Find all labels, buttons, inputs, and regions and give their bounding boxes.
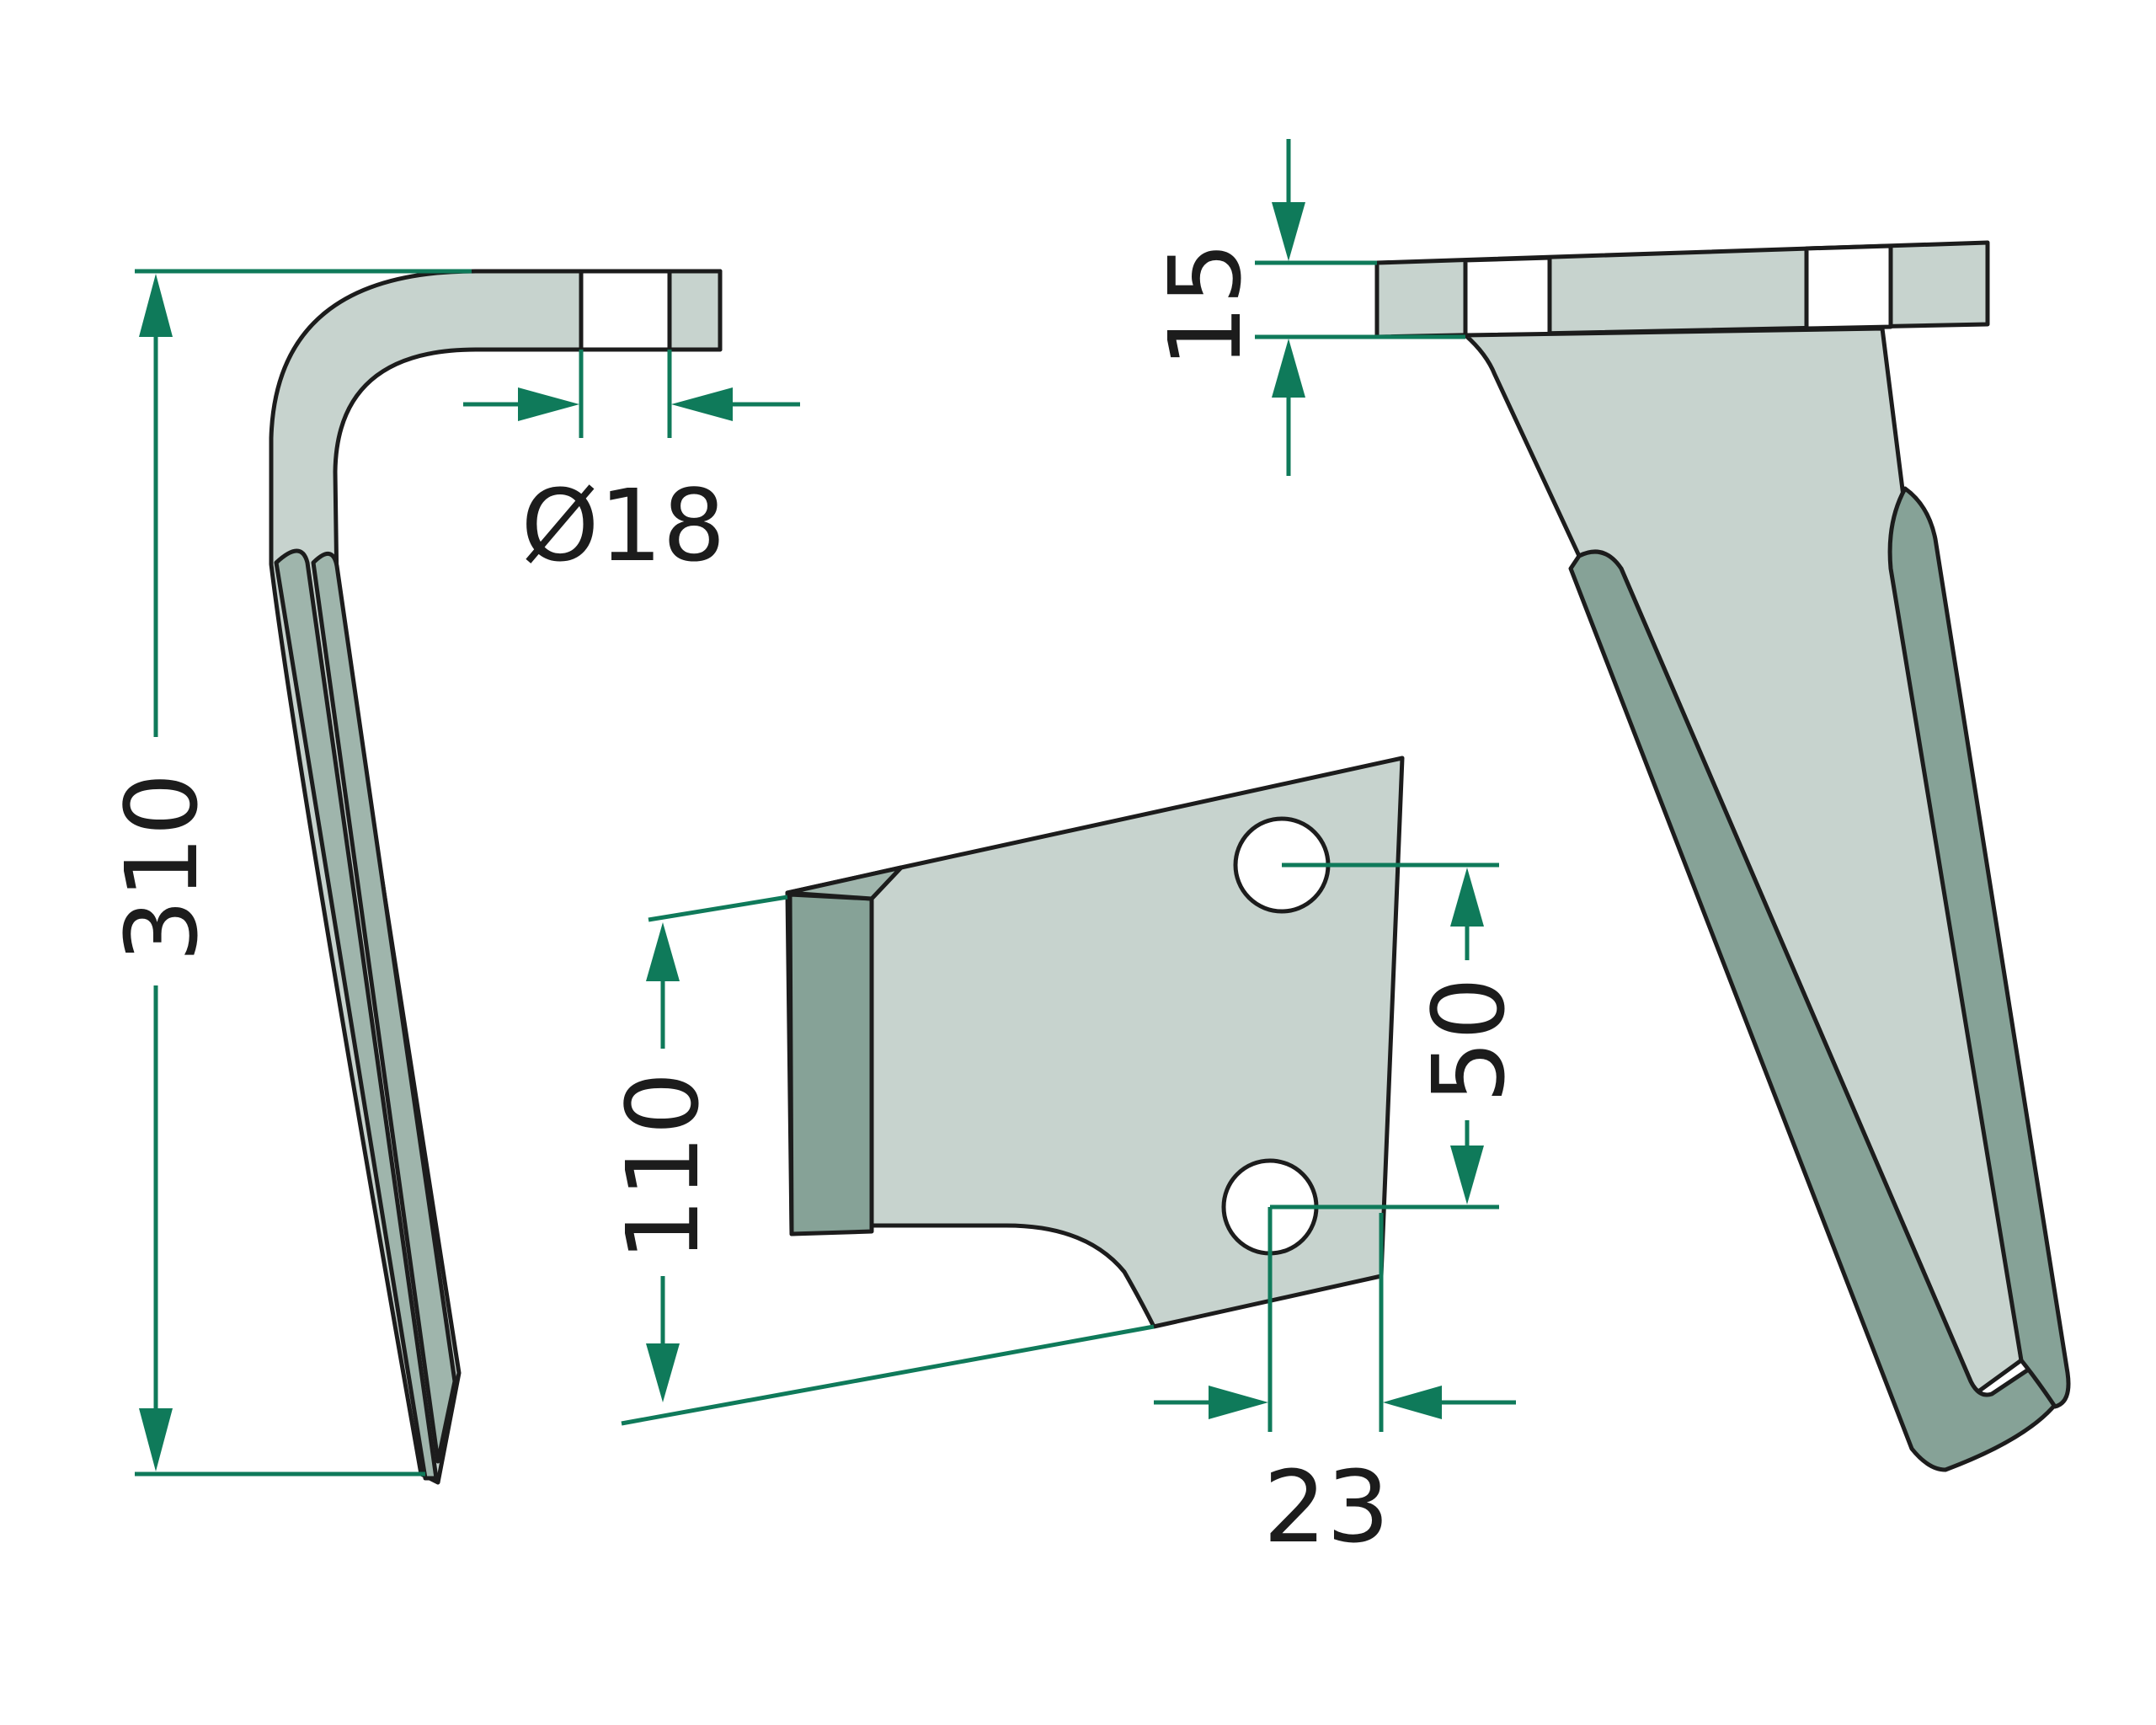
tine-mount-hole-2 — [1804, 243, 1893, 331]
tine-perspective-view — [1374, 240, 2071, 1472]
arrow-down-icon — [1450, 1146, 1484, 1204]
arrow-right-icon — [518, 387, 579, 421]
blade-face-view — [785, 756, 1405, 1329]
arrow-left-icon — [671, 387, 733, 421]
length-dimension: 310 — [104, 269, 472, 1477]
blade-face-bevel — [787, 892, 874, 1236]
tine-mount-hole-1 — [1463, 255, 1552, 339]
hole-offset-dimension: 23 — [1154, 1207, 1516, 1565]
width-dimension: 110 — [605, 895, 1155, 1426]
hole-diameter-dimension: Ø18 — [463, 350, 800, 584]
tine-side-view — [269, 269, 723, 1485]
thickness-dimension: 15 — [1147, 139, 1465, 476]
thickness-dimension-label: 15 — [1147, 242, 1263, 368]
tine-side-hole — [579, 269, 672, 352]
arrow-up-icon — [646, 922, 680, 981]
arrow-down-icon — [646, 1343, 680, 1402]
arrow-down-icon — [1272, 202, 1305, 261]
hole-spacing-label: 50 — [1411, 977, 1527, 1103]
blade-face-bevel-top — [785, 865, 904, 901]
width-dimension-label: 110 — [605, 1071, 721, 1261]
tine-side-bevel — [274, 548, 439, 1481]
hole-spacing-dimension: 50 — [1270, 862, 1527, 1210]
arrow-up-icon — [1272, 339, 1305, 398]
length-dimension-label: 310 — [104, 772, 220, 962]
arrow-up-icon — [1450, 868, 1484, 927]
tine-side-bevel-2 — [311, 552, 457, 1464]
arrow-up-icon — [139, 274, 173, 337]
hole-offset-label: 23 — [1263, 1449, 1390, 1565]
arrow-down-icon — [139, 1408, 173, 1471]
tine-blade-right-edge — [1887, 486, 2071, 1409]
hole-diameter-label: Ø18 — [520, 467, 725, 584]
arrow-left-icon — [1383, 1386, 1442, 1419]
arrow-right-icon — [1209, 1386, 1268, 1419]
